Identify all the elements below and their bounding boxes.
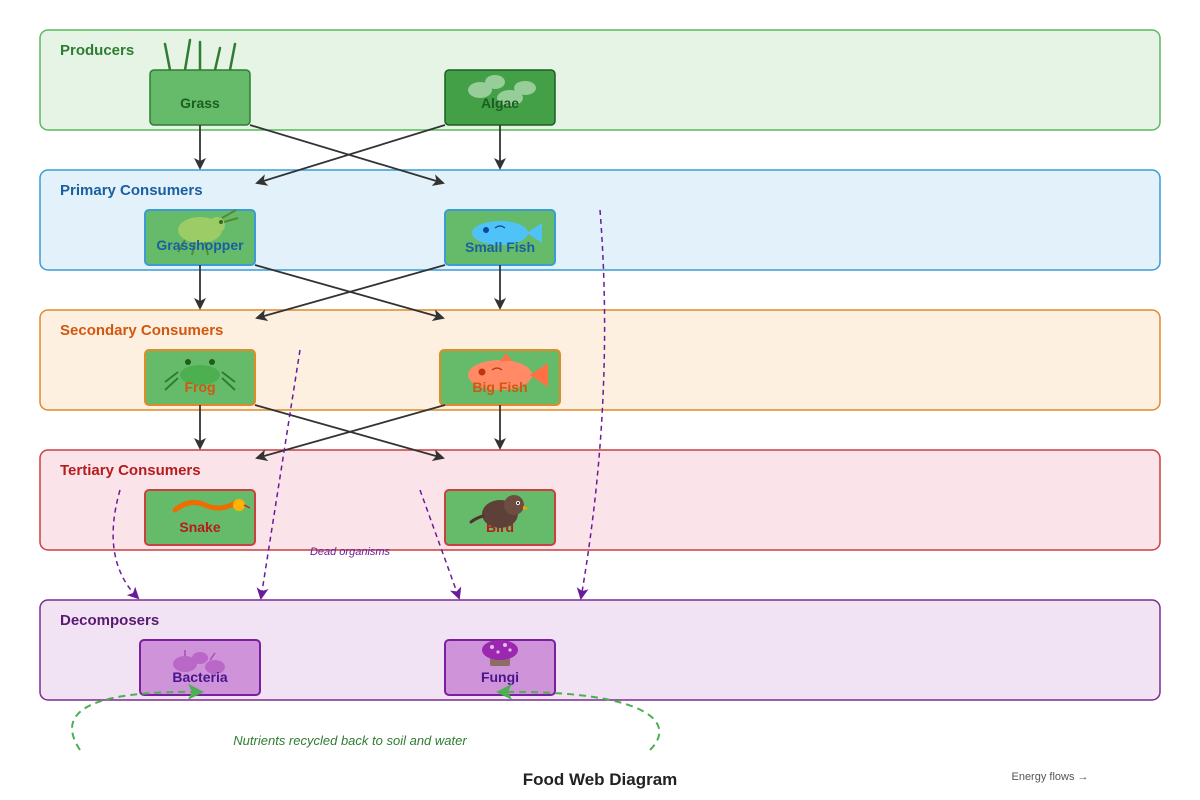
decay-arrow-frog: [256, 349, 301, 600]
bacteria-icon: [173, 650, 225, 674]
grass-icon: [163, 38, 237, 72]
frog-icon: [164, 359, 236, 391]
node-bacteria: Bacteria: [139, 639, 261, 696]
small-fish-icon: [472, 221, 542, 245]
snake-icon: [172, 499, 251, 513]
node-grasshopper: Grasshopper: [144, 209, 256, 266]
decay-arrows: [112, 209, 606, 600]
node-grass: Grass: [149, 38, 251, 126]
node-label-small-fish: Small Fish: [465, 239, 535, 255]
arrow-algae-to-grasshopper: [255, 124, 446, 186]
node-big-fish: Big Fish: [439, 349, 561, 406]
layer-title-secondary-consumers: Secondary Consumers: [60, 322, 223, 339]
node-label-big-fish: Big Fish: [472, 379, 527, 395]
grasshopper-icon: [177, 209, 239, 256]
node-label-grass: Grass: [180, 95, 220, 111]
layer-title-producers: Producers: [60, 42, 134, 59]
layer-title-decomposers: Decomposers: [60, 612, 159, 629]
recycle-arrows: [71, 683, 661, 751]
decay-arrow-small-fish: [576, 209, 606, 600]
layer-secondary-consumers: Secondary Consumers: [39, 309, 1161, 411]
node-small-fish: Small Fish: [444, 209, 556, 266]
nutrients-caption: Nutrients recycled back to soil and wate…: [233, 733, 467, 748]
node-frog: Frog: [144, 349, 256, 406]
big-fish-icon: [468, 353, 548, 390]
recycle-arrow-bacteria: [71, 683, 204, 751]
layer-tertiary-consumers: Tertiary Consumers: [39, 449, 1161, 551]
node-label-bacteria: Bacteria: [172, 669, 227, 685]
decay-arrow-bird: [419, 489, 462, 600]
energy-flow-arrows: [194, 124, 506, 462]
energy-flow-legend: Energy flows →: [1011, 771, 1088, 783]
layer-title-primary-consumers: Primary Consumers: [60, 182, 203, 199]
node-algae: Algae: [444, 69, 556, 126]
node-label-frog: Frog: [184, 379, 215, 395]
layer-title-tertiary-consumers: Tertiary Consumers: [60, 462, 201, 479]
dead-organisms-caption: Dead organisms: [310, 546, 391, 558]
fungi-icon: [482, 640, 518, 666]
recycle-arrow-fungi: [496, 683, 661, 751]
node-label-grasshopper: Grasshopper: [156, 237, 244, 253]
node-snake: Snake: [144, 489, 256, 546]
node-bird: Bird: [444, 489, 556, 546]
algae-icon: [468, 75, 536, 106]
arrow-small-fish-to-frog: [255, 264, 446, 322]
arrow-grass-to-small-fish: [249, 124, 445, 186]
node-fungi: Fungi: [444, 639, 556, 696]
diagram-title: Food Web Diagram: [523, 770, 678, 789]
bird-icon: [469, 495, 529, 528]
layer-producers: Producers: [39, 29, 1161, 131]
node-label-algae: Algae: [481, 95, 519, 111]
node-label-snake: Snake: [179, 519, 220, 535]
node-label-fungi: Fungi: [481, 669, 519, 685]
layer-decomposers: Decomposers: [39, 599, 1161, 701]
layer-primary-consumers: Primary Consumers: [39, 169, 1161, 271]
arrow-big-fish-to-snake: [255, 404, 446, 462]
